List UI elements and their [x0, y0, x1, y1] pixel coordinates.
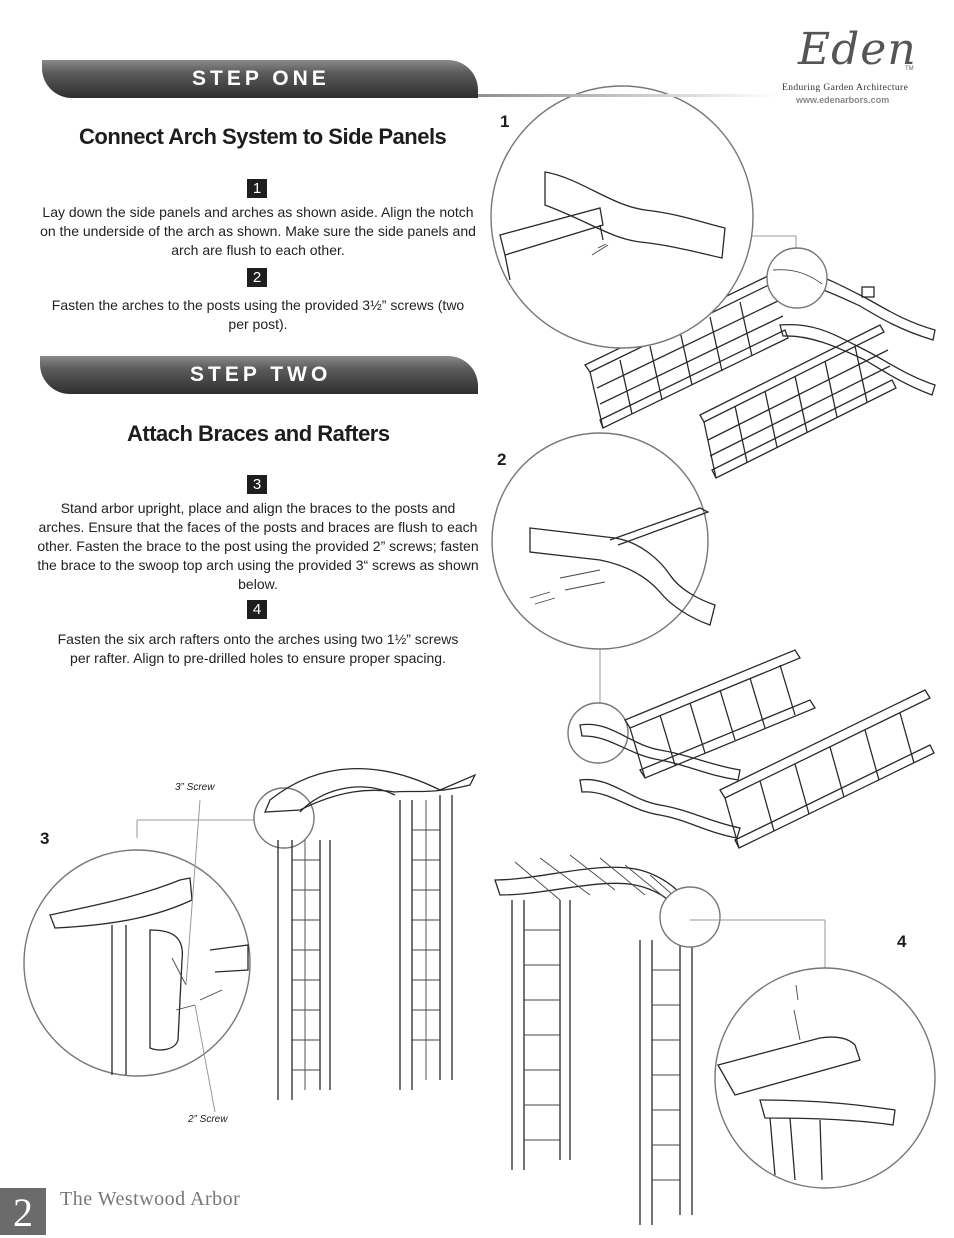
figure-1-panels-drawing [584, 269, 936, 479]
figure-4-detail-drawing [717, 984, 896, 1181]
figure-label: 3 [40, 829, 50, 848]
figure-2-panels-drawing [579, 649, 935, 849]
step-one-heading: Connect Arch System to Side Panels [79, 124, 447, 149]
callout-2in-screw: 2” Screw [188, 1114, 228, 1125]
figure-label: 2 [497, 450, 507, 469]
instruction-number: 1 [247, 179, 267, 198]
header-rule [478, 94, 778, 97]
instruction-number: 3 [247, 475, 267, 494]
step-one-banner: STEP ONE [42, 60, 478, 98]
step-two-banner: STEP TWO [40, 356, 478, 394]
instruction-number: 2 [247, 268, 267, 287]
instruction-text: Fasten the arches to the posts using the… [51, 297, 465, 332]
callout-3in-screw: 3” Screw [175, 782, 215, 793]
brand-logo: Eden [798, 24, 917, 75]
brand-tagline: Enduring Garden Architecture [782, 83, 909, 93]
step-two-heading: Attach Braces and Rafters [127, 421, 390, 446]
document-title: The Westwood Arbor [60, 1188, 241, 1210]
instruction-text: Stand arbor upright, place and align the… [37, 500, 479, 592]
brand-url: www.edenarbors.com [796, 95, 890, 105]
figure-1-detail-drawing [499, 171, 726, 281]
trademark-mark: TM [905, 66, 914, 72]
page-number: 2 [0, 1188, 46, 1235]
step-one-banner-label: STEP ONE [192, 67, 330, 90]
figure-2-detail-drawing [529, 507, 716, 626]
instruction-number: 4 [247, 600, 267, 619]
figure-3-detail-drawing [49, 799, 249, 1113]
figure-3-arbor-drawing [264, 768, 477, 1100]
step-two-banner-label: STEP TWO [190, 363, 332, 386]
figure-label: 1 [500, 112, 510, 131]
instruction-text: Fasten the six arch rafters onto the arc… [57, 631, 459, 666]
instruction-text: Lay down the side panels and arches as s… [40, 204, 476, 258]
figure-label: 4 [897, 932, 907, 951]
